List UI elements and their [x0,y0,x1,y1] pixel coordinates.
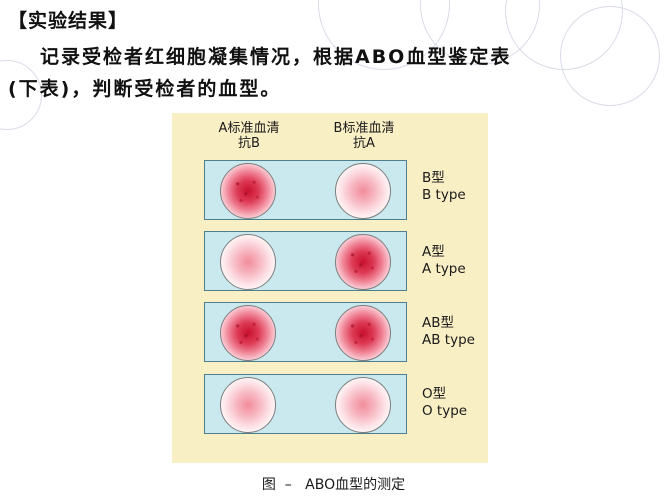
anti-b-reaction-well [220,305,276,361]
column-header-anti-b-line1: A标准血清 [218,121,280,136]
anti-a-reaction-well [335,305,391,361]
blood-type-label-o: O型 O type [422,386,467,420]
anti-a-reaction-well [335,163,391,219]
blood-type-label-ab: AB型 AB type [422,315,475,349]
glass-slide-b-type [204,160,407,220]
column-header-anti-b: A标准血清 抗B [194,121,304,151]
instruction-line-2: (下表)，判断受检者的血型。 [8,78,282,100]
anti-b-reaction-well [220,163,276,219]
blood-type-en: O type [422,403,468,419]
blood-type-cn: B型 [422,170,445,186]
blood-type-en: AB type [422,332,475,348]
abo-figure-panel: A标准血清 抗B B标准血清 抗A B型 B type A型 A type AB… [172,113,488,463]
blood-type-cn: AB型 [422,315,454,331]
blood-type-label-b: B型 B type [422,170,466,204]
column-header-anti-a-line1: B标准血清 [333,121,395,136]
anti-b-reaction-well [220,234,276,290]
blood-type-cn: A型 [422,244,445,260]
blood-type-label-a: A型 A type [422,244,466,278]
glass-slide-o-type [204,374,407,434]
blood-type-en: A type [422,261,466,277]
decorative-ring [560,6,660,106]
instruction-line-1: 记录受检者红细胞凝集情况，根据ABO血型鉴定表 [40,46,512,68]
blood-type-cn: O型 [422,386,447,402]
glass-slide-ab-type [204,302,407,362]
anti-a-reaction-well [335,377,391,433]
blood-type-en: B type [422,187,466,203]
column-header-anti-b-line2: 抗B [238,136,260,151]
column-header-anti-a-line2: 抗A [353,136,375,151]
figure-caption: 图 – ABO血型的测定 [261,477,406,493]
section-heading: 【实验结果】 [8,10,129,32]
column-header-anti-a: B标准血清 抗A [309,121,419,151]
glass-slide-a-type [204,231,407,291]
anti-b-reaction-well [220,377,276,433]
anti-a-reaction-well [335,234,391,290]
